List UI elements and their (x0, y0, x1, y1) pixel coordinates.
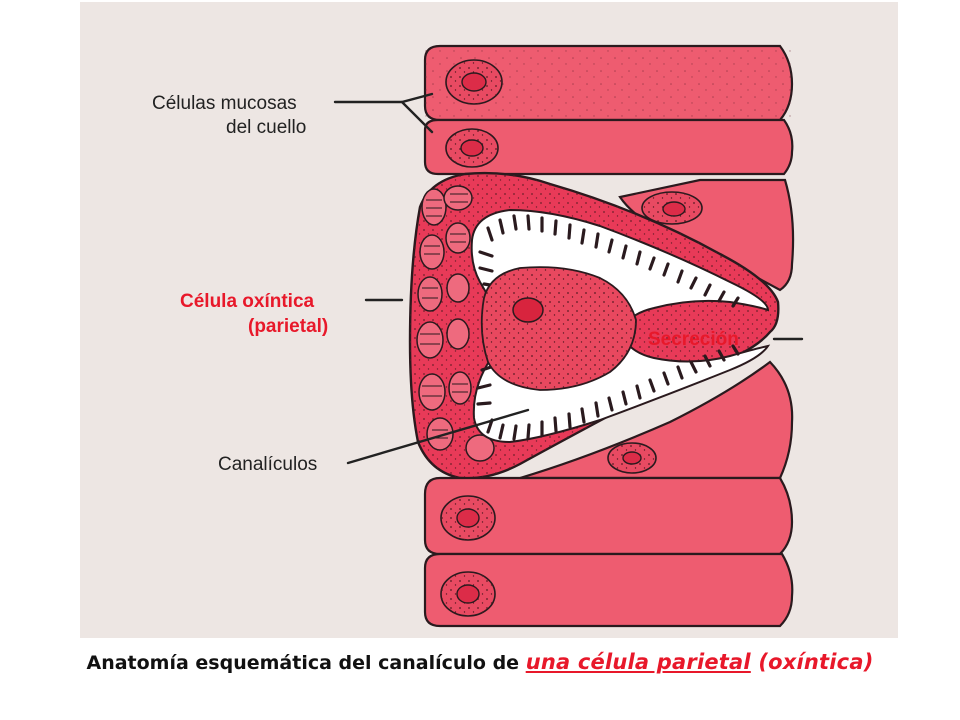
mucous-neck-cell-second (423, 118, 794, 176)
caption-highlight: una célula parietal (525, 650, 751, 674)
label-mucous-neck-cells-line2: del cuello (226, 117, 306, 138)
parietal-cell-diagram: Células mucosas del cuello Célula oxínti… (80, 2, 898, 638)
parietal-nucleolus (512, 297, 544, 323)
figure-caption: Anatomía esquemática del canalículo de u… (0, 650, 960, 674)
label-oxyntic-cell-line1: Célula oxíntica (180, 291, 315, 312)
chief-cell-lower-right (519, 360, 794, 480)
caption-prefix: Anatomía esquemática del canalículo de (86, 652, 526, 674)
label-canaliculi: Canalículos (218, 454, 317, 475)
caption-suffix: (oxíntica) (750, 650, 874, 674)
mucous-neck-cell-top (423, 44, 794, 122)
label-oxyntic-cell-line2: (parietal) (248, 316, 328, 337)
bottom-cell-upper (423, 476, 794, 556)
leader-line-canaliculi (346, 408, 530, 465)
leader-line-mucous-second (400, 100, 434, 134)
parietal-cell (408, 171, 780, 480)
label-mucous-neck-cells-line1: Células mucosas (152, 93, 297, 114)
bottom-cell-lower (423, 552, 794, 628)
label-secretion: Secreción (648, 329, 739, 350)
